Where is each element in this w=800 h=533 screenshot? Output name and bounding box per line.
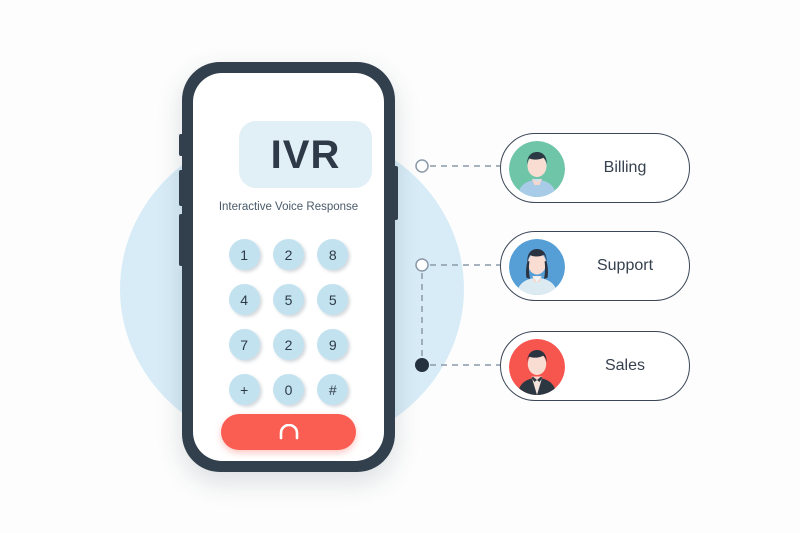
power-button[interactable] — [394, 166, 398, 220]
ivr-subtitle: Interactive Voice Response — [218, 201, 359, 213]
node-billing[interactable] — [415, 159, 429, 173]
ivr-badge: IVR — [239, 121, 372, 188]
headset-icon — [279, 424, 298, 440]
route-card-support[interactable]: Support — [500, 231, 690, 301]
keypad-key[interactable]: 5 — [317, 284, 349, 315]
keypad-key[interactable]: 8 — [317, 239, 349, 270]
avatar-sales — [509, 339, 565, 395]
keypad-key[interactable]: 4 — [228, 284, 260, 315]
keypad-key[interactable]: 9 — [317, 329, 349, 360]
phone-screen: IVR Interactive Voice Response 1 2 8 4 5… — [193, 73, 384, 461]
keypad-key[interactable]: 2 — [272, 329, 304, 360]
ivr-badge-label: IVR — [270, 132, 341, 177]
dial-keypad: 1 2 8 4 5 5 7 2 9 + 0 # — [222, 232, 355, 412]
keypad-key[interactable]: 2 — [272, 239, 304, 270]
keypad-key[interactable]: 1 — [228, 239, 260, 270]
silence-switch[interactable] — [179, 134, 183, 156]
route-card-billing[interactable]: Billing — [500, 133, 690, 203]
route-card-label: Billing — [603, 159, 647, 176]
route-card-label: Sales — [604, 357, 646, 374]
avatar-support — [509, 239, 565, 295]
call-button[interactable] — [221, 414, 356, 450]
volume-down-button[interactable] — [179, 214, 183, 266]
route-card-sales[interactable]: Sales — [500, 331, 690, 401]
avatar-billing — [509, 141, 565, 197]
keypad-key[interactable]: 0 — [272, 374, 304, 405]
route-card-label: Support — [596, 257, 654, 274]
keypad-key[interactable]: + — [228, 374, 260, 405]
keypad-key[interactable]: # — [317, 374, 349, 405]
keypad-key[interactable]: 7 — [228, 329, 260, 360]
keypad-key[interactable]: 5 — [272, 284, 304, 315]
phone-mockup: IVR Interactive Voice Response 1 2 8 4 5… — [179, 62, 398, 472]
volume-up-button[interactable] — [179, 170, 183, 206]
